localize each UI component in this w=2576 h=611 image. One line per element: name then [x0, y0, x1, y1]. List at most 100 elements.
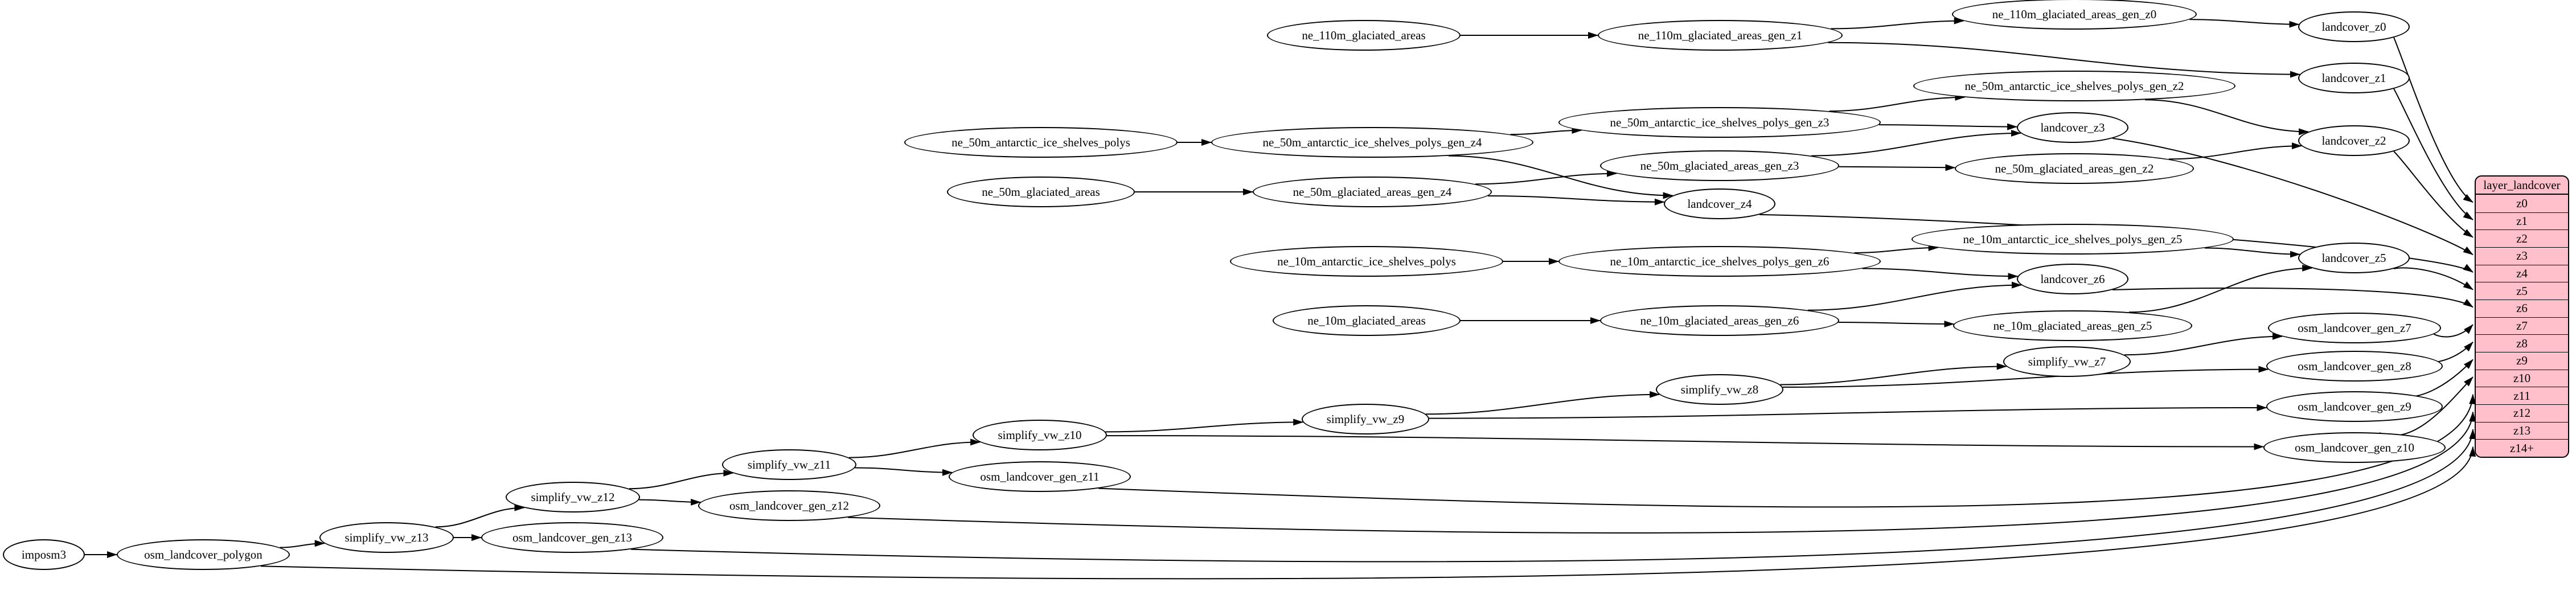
edge-simplify_vw_z11-to-simplify_vw_z10: [848, 438, 981, 458]
node-ne_50m_glaciated_areas_gen_z2: ne_50m_glaciated_areas_gen_z2: [1955, 153, 2194, 184]
table-row-z9: z9: [2476, 351, 2568, 370]
node-ne_10m_glaciated_areas_gen_z6: ne_10m_glaciated_areas_gen_z6: [1600, 305, 1839, 336]
node-ne_10m_glaciated_areas: ne_10m_glaciated_areas: [1273, 305, 1461, 336]
edge-ne_50m_glaciated_areas_gen_z4-to-ne_50m_glaciated_areas_gen_z3: [1475, 170, 1617, 185]
edge-osm_landcover_gen_z12-to-layer_landcover-z12: [848, 411, 2476, 534]
edge-ne_10m_antarctic_ice_shelves_polys_gen_z6-to-ne_10m_antarctic_ice_shelves_polys_gen_z5: [1854, 244, 1939, 254]
edge-osm_landcover_gen_z13-to-layer_landcover-z13: [631, 429, 2476, 563]
table-row-z8: z8: [2476, 334, 2568, 352]
node-ne_50m_glaciated_areas_gen_z3: ne_50m_glaciated_areas_gen_z3: [1600, 150, 1839, 181]
edge-simplify_vw_z9-to-osm_landcover_gen_z9: [1429, 404, 2267, 419]
edge-simplify_vw_z11-to-osm_landcover_gen_z11: [855, 467, 953, 476]
node-ne_50m_glaciated_areas_gen_z4: ne_50m_glaciated_areas_gen_z4: [1253, 177, 1492, 207]
node-osm_landcover_gen_z11: osm_landcover_gen_z11: [949, 461, 1131, 492]
table-row-z3: z3: [2476, 247, 2568, 265]
node-simplify_vw_z9: simplify_vw_z9: [1302, 404, 1429, 434]
node-osm_landcover_polygon: osm_landcover_polygon: [117, 539, 290, 570]
table-row-z7: z7: [2476, 317, 2568, 335]
edge-landcover_z0-to-layer_landcover-z0: [2393, 37, 2474, 203]
node-ne_10m_antarctic_ice_shelves_polys_gen_z6: ne_10m_antarctic_ice_shelves_polys_gen_z…: [1558, 246, 1881, 277]
table-row-z10: z10: [2476, 369, 2568, 387]
edge-osm_landcover_polygon-to-simplify_vw_z13: [280, 540, 325, 548]
node-osm_landcover_gen_z13: osm_landcover_gen_z13: [481, 522, 663, 553]
node-landcover_z2: landcover_z2: [2298, 125, 2410, 156]
edge-simplify_vw_z9-to-simplify_vw_z8: [1425, 391, 1660, 415]
table-row-z6: z6: [2476, 299, 2568, 317]
edge-ne_50m_glaciated_areas_gen_z3-to-landcover_z3: [1811, 129, 2021, 157]
edge-simplify_vw_z10-to-simplify_vw_z9: [1105, 419, 1304, 433]
edge-ne_10m_antarctic_ice_shelves_polys_gen_z6-to-landcover_z6: [1862, 268, 2019, 280]
edge-landcover_z6-to-layer_landcover-z6: [2113, 287, 2474, 308]
edge-ne_50m_antarctic_ice_shelves_polys_gen_z3-to-landcover_z3: [1878, 123, 2018, 130]
node-simplify_vw_z8: simplify_vw_z8: [1656, 374, 1783, 405]
node-ne_110m_glaciated_areas_gen_z1: ne_110m_glaciated_areas_gen_z1: [1598, 20, 1843, 51]
node-osm_landcover_gen_z12: osm_landcover_gen_z12: [698, 490, 880, 521]
edge-ne_10m_glaciated_areas_gen_z6-to-landcover_z6: [1807, 281, 2022, 311]
edge-landcover_z1-to-layer_landcover-z1: [2393, 88, 2474, 220]
table-row-z2: z2: [2476, 229, 2568, 247]
node-simplify_vw_z7: simplify_vw_z7: [2003, 346, 2131, 377]
edge-landcover_z3-to-layer_landcover-z3: [2112, 137, 2474, 256]
table-row-z13: z13: [2476, 421, 2568, 440]
table-row-z11: z11: [2476, 387, 2568, 404]
edge-ne_50m_antarctic_ice_shelves_polys_gen_z4-to-landcover_z4: [1449, 155, 1673, 199]
edge-ne_110m_glaciated_areas_gen_z0-to-landcover_z0: [2189, 19, 2300, 28]
table-row-z0: z0: [2516, 196, 2528, 210]
node-ne_50m_antarctic_ice_shelves_polys_gen_z2: ne_50m_antarctic_ice_shelves_polys_gen_z…: [1913, 71, 2235, 101]
edge-osm_landcover_polygon-to-layer_landcover-z14+: [260, 446, 2476, 580]
edge-simplify_vw_z8-to-osm_landcover_gen_z8: [1782, 366, 2269, 388]
edge-ne_50m_antarctic_ice_shelves_polys_gen_z4-to-ne_50m_antarctic_ice_shelves_polys_gen_z3: [1510, 126, 1582, 136]
table-row-z12: z12: [2476, 404, 2568, 422]
node-ne_10m_antarctic_ice_shelves_polys: ne_10m_antarctic_ice_shelves_polys: [1230, 246, 1503, 277]
edge-ne_110m_glaciated_areas_gen_z1-to-landcover_z1: [1828, 42, 2300, 78]
table-row-z14+: z14+: [2476, 439, 2568, 457]
edge-ne_50m_antarctic_ice_shelves_polys_gen_z2-to-landcover_z2: [2145, 99, 2310, 136]
edge-simplify_vw_z8-to-simplify_vw_z7: [1780, 363, 2007, 386]
node-landcover_z6: landcover_z6: [2017, 264, 2128, 294]
edge-ne_10m_glaciated_areas_gen_z6-to-ne_10m_glaciated_areas_gen_z5: [1838, 320, 1955, 327]
edge-simplify_vw_z12-to-simplify_vw_z11: [629, 469, 734, 490]
node-osm_landcover_gen_z7: osm_landcover_gen_z7: [2268, 313, 2441, 343]
node-ne_50m_antarctic_ice_shelves_polys_gen_z4: ne_50m_antarctic_ice_shelves_polys_gen_z…: [1211, 127, 1533, 158]
table-row-z4: z4: [2476, 264, 2568, 282]
node-landcover_z4: landcover_z4: [1664, 188, 1775, 219]
edge-ne_50m_glaciated_areas_gen_z2-to-landcover_z2: [2168, 142, 2302, 160]
edge-ne_10m_glaciated_areas_gen_z5-to-landcover_z5: [2128, 264, 2313, 313]
edge-ne_50m_glaciated_areas_gen_z4-to-landcover_z4: [1487, 195, 1665, 206]
edge-ne_50m_antarctic_ice_shelves_polys_gen_z3-to-ne_50m_antarctic_ice_shelves_polys_gen_z2: [1829, 93, 1966, 112]
node-osm_landcover_gen_z10: osm_landcover_gen_z10: [2263, 432, 2446, 463]
node-landcover_z0: landcover_z0: [2298, 11, 2410, 42]
node-landcover_z3: landcover_z3: [2017, 112, 2128, 143]
node-landcover_z1: landcover_z1: [2298, 63, 2410, 93]
node-ne_10m_antarctic_ice_shelves_polys_gen_z5: ne_10m_antarctic_ice_shelves_polys_gen_z…: [1912, 224, 2234, 255]
node-simplify_vw_z12: simplify_vw_z12: [506, 482, 640, 512]
edge-simplify_vw_z12-to-osm_landcover_gen_z12: [639, 498, 702, 506]
node-simplify_vw_z10: simplify_vw_z10: [973, 420, 1107, 450]
edge-ne_110m_glaciated_areas_gen_z1-to-ne_110m_glaciated_areas_gen_z0: [1831, 17, 1964, 30]
node-landcover_z5: landcover_z5: [2298, 243, 2410, 273]
table-title: layer_landcover: [2476, 177, 2568, 195]
table-row-z5: z5: [2476, 282, 2568, 300]
node-ne_50m_glaciated_areas: ne_50m_glaciated_areas: [947, 177, 1135, 207]
edge-simplify_vw_z10-to-osm_landcover_gen_z10: [1106, 435, 2265, 450]
edge-landcover_z2-to-layer_landcover-z2: [2393, 151, 2474, 238]
edge-landcover_z5-to-layer_landcover-z5: [2393, 267, 2474, 290]
node-simplify_vw_z11: simplify_vw_z11: [722, 449, 856, 480]
node-ne_110m_glaciated_areas: ne_110m_glaciated_areas: [1267, 20, 1461, 51]
node-osm_landcover_gen_z8: osm_landcover_gen_z8: [2266, 351, 2443, 382]
edge-simplify_vw_z7-to-osm_landcover_gen_z7: [2124, 333, 2283, 356]
node-osm_landcover_gen_z9: osm_landcover_gen_z9: [2266, 391, 2443, 422]
table-row-z1: z1: [2476, 212, 2568, 230]
edge-ne_50m_glaciated_areas_gen_z3-to-ne_50m_glaciated_areas_gen_z2: [1839, 164, 1956, 171]
node-ne_50m_antarctic_ice_shelves_polys_gen_z3: ne_50m_antarctic_ice_shelves_polys_gen_z…: [1558, 107, 1881, 138]
edge-simplify_vw_z13-to-simplify_vw_z12: [435, 504, 525, 528]
node-ne_110m_glaciated_areas_gen_z0: ne_110m_glaciated_areas_gen_z0: [1952, 0, 2197, 30]
node-simplify_vw_z13: simplify_vw_z13: [319, 522, 454, 553]
node-ne_10m_glaciated_areas_gen_z5: ne_10m_glaciated_areas_gen_z5: [1953, 310, 2192, 341]
node-ne_50m_antarctic_ice_shelves_polys: ne_50m_antarctic_ice_shelves_polys: [904, 127, 1178, 158]
edge-ne_10m_antarctic_ice_shelves_polys_gen_z5-to-landcover_z5: [2204, 247, 2300, 258]
